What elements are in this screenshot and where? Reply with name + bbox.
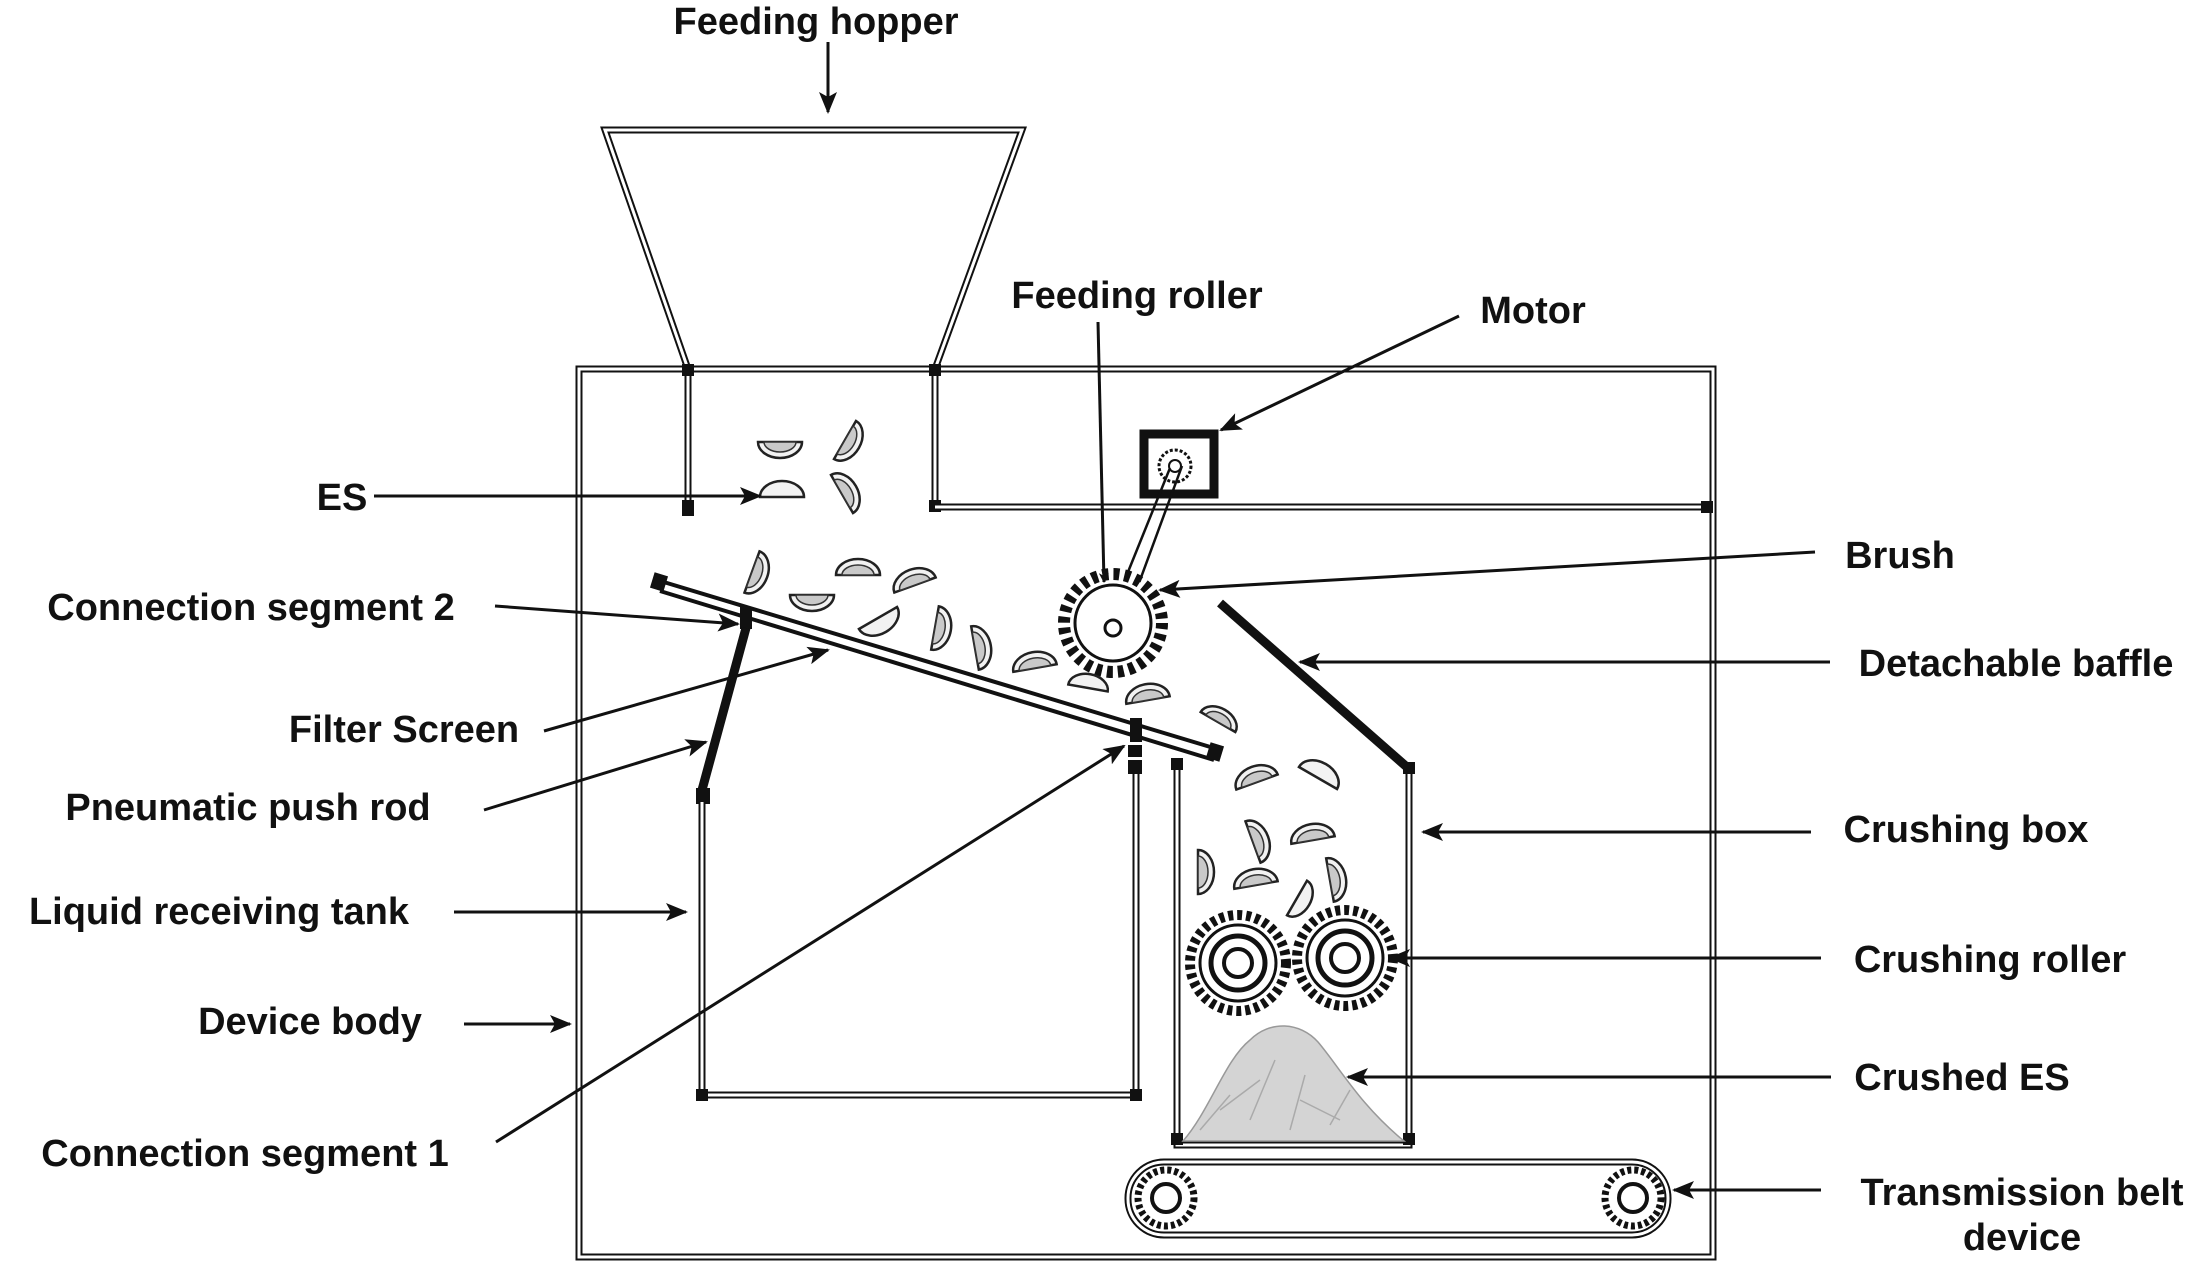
label-feeding-roller: Feeding roller (1011, 275, 1262, 317)
label-device-body: Device body (198, 1001, 422, 1043)
label-crushed-es: Crushed ES (1854, 1057, 2069, 1099)
leader-arrows (374, 42, 1831, 1199)
detachable-baffle (1217, 599, 1411, 772)
label-transmission-belt-line2: device (1963, 1217, 2081, 1259)
label-motor: Motor (1480, 290, 1586, 332)
liquid-receiving-tank (696, 774, 1142, 1101)
label-detachable-baffle: Detachable baffle (1859, 643, 2174, 685)
label-transmission-belt-line1: Transmission belt (1860, 1172, 2183, 1214)
crushing-roller-right (1292, 905, 1398, 1011)
crushed-es-pile (1181, 1025, 1407, 1142)
transmission-belt-device (1124, 1158, 1672, 1239)
label-crushing-roller: Crushing roller (1854, 939, 2127, 981)
connection-segment-2 (740, 607, 752, 629)
label-brush: Brush (1845, 535, 1955, 577)
egg-shells (742, 419, 1348, 918)
label-feeding-hopper: Feeding hopper (674, 1, 959, 43)
top-partition (935, 501, 1713, 513)
label-es: ES (317, 477, 368, 519)
connection-segment-1 (1128, 718, 1142, 774)
device-body (575, 365, 1717, 1261)
label-liquid-receiving-tank: Liquid receiving tank (29, 891, 410, 933)
label-filter-screen: Filter Screen (289, 709, 519, 751)
label-crushing-box: Crushing box (1844, 809, 2089, 851)
feeding-roller (1058, 568, 1168, 678)
motor (1139, 429, 1219, 499)
feeding-hopper (600, 126, 1027, 516)
crushing-roller-left (1185, 910, 1291, 1016)
label-connection-segment-2: Connection segment 2 (47, 587, 455, 629)
label-connection-segment-1: Connection segment 1 (41, 1133, 449, 1175)
label-pneumatic-push-rod: Pneumatic push rod (65, 787, 430, 829)
pneumatic-push-rod (696, 626, 751, 804)
